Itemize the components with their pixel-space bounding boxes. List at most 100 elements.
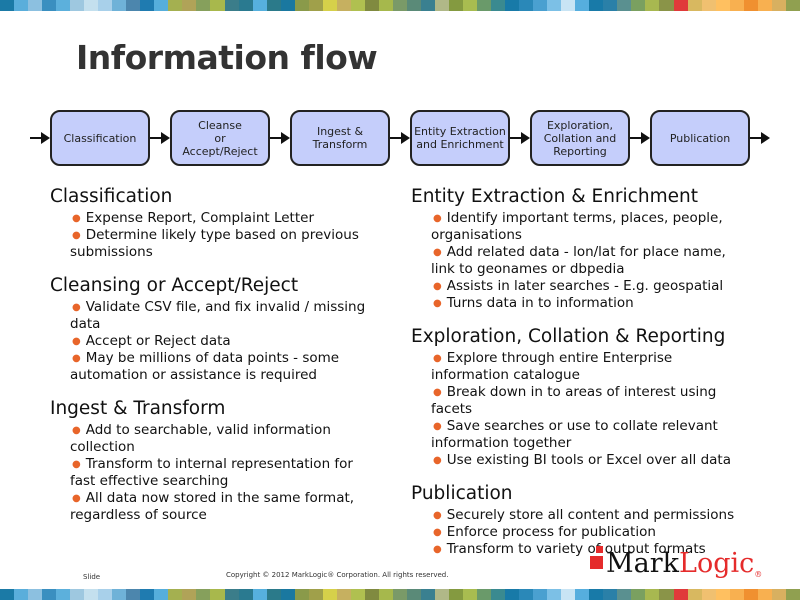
stripe — [589, 0, 604, 11]
stripe — [70, 589, 85, 600]
stripe — [252, 589, 267, 600]
stripe — [771, 0, 786, 11]
stripe — [56, 589, 71, 600]
stripe — [659, 589, 674, 600]
stripe — [224, 0, 239, 11]
bullet-list: Validate CSV file, and fix invalid / mis… — [50, 299, 370, 384]
bullet-item: Turns data in to information — [431, 295, 741, 312]
bullet-item: Explore through entire Enterprise inform… — [431, 350, 741, 384]
stripe — [98, 589, 113, 600]
stripe — [182, 589, 197, 600]
stripe — [280, 589, 295, 600]
stripe — [547, 0, 562, 11]
bullet-item: Save searches or use to collate relevant… — [431, 418, 741, 452]
stripe — [364, 0, 379, 11]
stripe — [350, 0, 365, 11]
flow-arrow — [510, 132, 530, 144]
stripe — [112, 589, 127, 600]
stripe — [42, 0, 57, 11]
bullet-item: Assists in later searches - E.g. geospat… — [431, 278, 741, 295]
section-heading: Entity Extraction & Enrichment — [411, 186, 698, 207]
stripe — [252, 0, 267, 11]
bullet-item: Accept or Reject data — [70, 333, 370, 350]
stripe — [519, 589, 534, 600]
stripe — [603, 589, 618, 600]
stripe — [673, 0, 688, 11]
stripe — [294, 0, 309, 11]
stripe — [42, 589, 57, 600]
slide-title: Information flow — [76, 38, 378, 77]
stripe — [14, 0, 29, 11]
stripe — [308, 0, 323, 11]
bullet-item: Add to searchable, valid information col… — [70, 422, 370, 456]
stripe — [617, 589, 632, 600]
stripe — [392, 0, 407, 11]
stripe — [84, 0, 99, 11]
stripe — [210, 0, 225, 11]
stripe — [561, 589, 576, 600]
stripe — [463, 0, 478, 11]
stripe — [420, 589, 435, 600]
stripe — [0, 0, 15, 11]
flow-step: Cleanse or Accept/Reject — [170, 110, 270, 166]
bullet-item: Break down in to areas of interest using… — [431, 384, 741, 418]
stripe — [406, 589, 421, 600]
stripe — [182, 0, 197, 11]
right-column: Entity Extraction & EnrichmentIdentify i… — [411, 186, 741, 558]
bottom-color-stripe — [0, 589, 800, 600]
flow-step: Exploration, Collation and Reporting — [530, 110, 630, 166]
stripe — [701, 0, 716, 11]
stripe — [322, 589, 337, 600]
bullet-item: Securely store all content and permissio… — [431, 507, 741, 524]
stripe — [449, 589, 464, 600]
section-heading: Classification — [50, 186, 173, 207]
stripe — [477, 0, 492, 11]
stripe — [140, 0, 155, 11]
stripe — [70, 0, 85, 11]
stripe — [392, 589, 407, 600]
left-column: ClassificationExpense Report, Complaint … — [50, 186, 370, 524]
logo-registered: ® — [754, 570, 763, 579]
stripe — [406, 0, 421, 11]
bullet-item: Validate CSV file, and fix invalid / mis… — [70, 299, 370, 333]
stripe — [28, 589, 43, 600]
stripe — [519, 0, 534, 11]
flow-arrow — [150, 132, 170, 144]
stripe — [463, 589, 478, 600]
stripe — [589, 589, 604, 600]
flow-arrow — [30, 132, 50, 144]
stripe — [491, 0, 506, 11]
stripe — [743, 0, 758, 11]
stripe — [238, 589, 253, 600]
bullet-item: Transform to variety of output formats — [431, 541, 741, 558]
stripe — [533, 0, 548, 11]
footer-slide-label: Slide — [83, 573, 101, 581]
top-color-stripe — [0, 0, 800, 11]
bullet-list: Securely store all content and permissio… — [411, 507, 741, 558]
stripe — [364, 589, 379, 600]
stripe — [729, 589, 744, 600]
stripe — [350, 589, 365, 600]
bullet-list: Expense Report, Complaint LetterDetermin… — [50, 210, 370, 261]
stripe — [420, 0, 435, 11]
logo-mark-text: Mark — [606, 548, 680, 579]
stripe — [154, 0, 169, 11]
stripe — [505, 0, 520, 11]
stripe — [336, 589, 351, 600]
stripe — [196, 0, 211, 11]
section-heading: Ingest & Transform — [50, 398, 226, 419]
stripe — [266, 589, 281, 600]
stripe — [140, 589, 155, 600]
stripe — [477, 589, 492, 600]
stripe — [645, 0, 660, 11]
stripe — [322, 0, 337, 11]
stripe — [575, 0, 590, 11]
bullet-item: Transform to internal representation for… — [70, 456, 370, 490]
section-heading: Publication — [411, 483, 513, 504]
stripe — [126, 589, 141, 600]
stripe — [715, 589, 730, 600]
section-heading: Cleansing or Accept/Reject — [50, 275, 299, 296]
flow-arrow — [630, 132, 650, 144]
bullet-list: Identify important terms, places, people… — [411, 210, 741, 312]
stripe — [575, 589, 590, 600]
